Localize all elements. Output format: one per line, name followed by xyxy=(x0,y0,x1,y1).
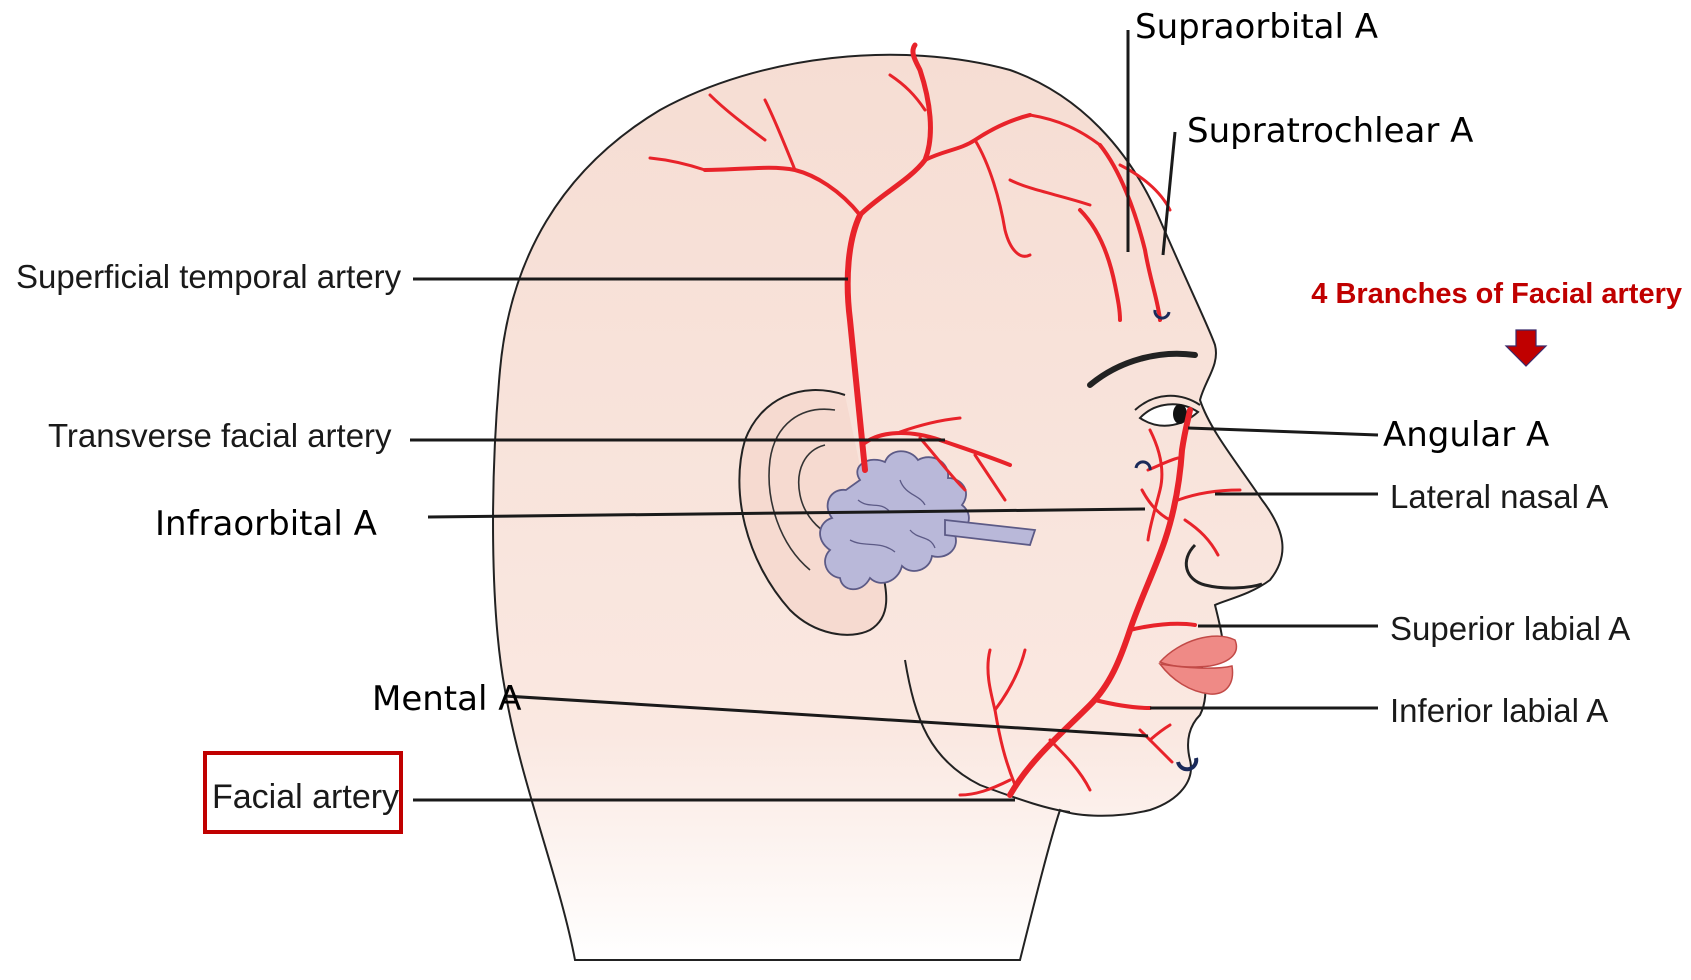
label-infraorbital: Infraorbital A xyxy=(155,504,377,544)
label-angular: Angular A xyxy=(1383,415,1549,455)
label-superior-labial: Superior labial A xyxy=(1390,610,1630,647)
label-supratrochlear: Supratrochlear A xyxy=(1187,111,1473,151)
label-transverse-facial: Transverse facial artery xyxy=(48,417,392,454)
label-mental: Mental A xyxy=(372,679,521,719)
down-arrow-icon xyxy=(1506,330,1546,366)
label-superficial-temporal: Superficial temporal artery xyxy=(16,258,402,295)
annotation-title: 4 Branches of Facial artery xyxy=(1311,278,1682,310)
label-lateral-nasal: Lateral nasal A xyxy=(1390,478,1608,515)
label-inferior-labial: Inferior labial A xyxy=(1390,692,1608,729)
label-facial-artery: Facial artery xyxy=(212,778,399,816)
label-supraorbital: Supraorbital A xyxy=(1135,7,1378,47)
